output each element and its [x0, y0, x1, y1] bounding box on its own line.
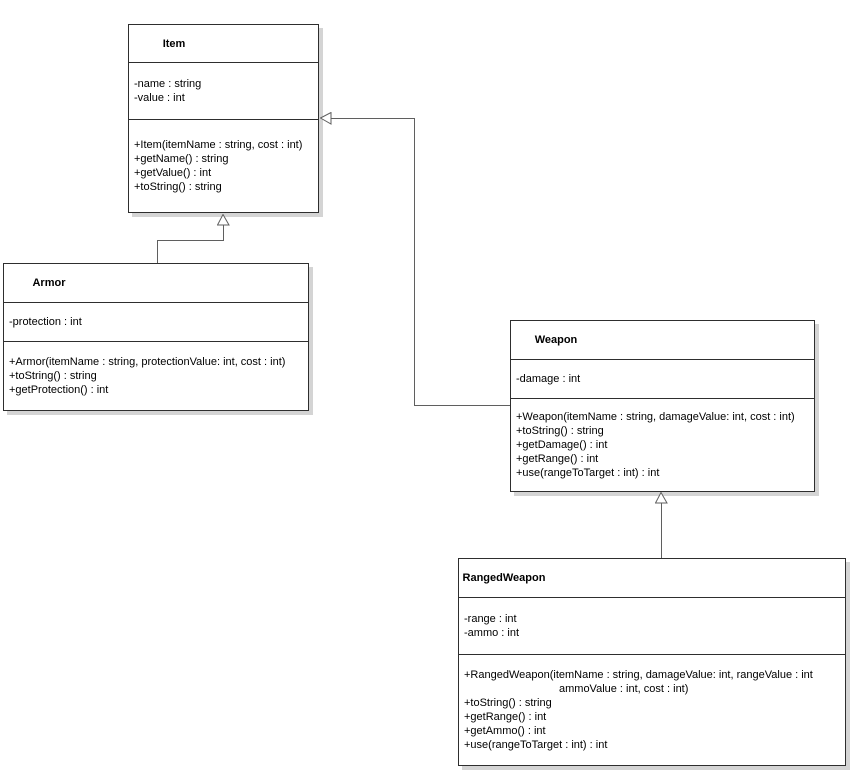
- method-line: +getDamage() : int: [516, 439, 608, 451]
- class-box-weapon[interactable]: Weapon -damage : int +Weapon(itemName : …: [510, 320, 815, 492]
- attribute-line: -name : string: [134, 78, 202, 90]
- class-title-item: Item: [129, 25, 318, 62]
- class-name: Armor: [32, 277, 66, 289]
- method-line-continuation: ammoValue : int, cost : int): [559, 683, 689, 695]
- attributes-compartment: -range : int -ammo : int: [459, 597, 845, 654]
- class-name: RangedWeapon: [462, 572, 546, 584]
- methods-compartment: +Item(itemName : string, cost : int) +ge…: [129, 119, 318, 212]
- method-line: +toString() : string: [464, 697, 552, 709]
- attributes-compartment: -name : string -value : int: [129, 62, 318, 119]
- method-line: +use(rangeToTarget : int) : int: [516, 467, 660, 479]
- class-name: Weapon: [534, 334, 578, 346]
- class-box-armor[interactable]: Armor -protection : int +Armor(itemName …: [3, 263, 309, 411]
- methods-compartment: +Armor(itemName : string, protectionValu…: [4, 341, 308, 410]
- connector-segment: [331, 118, 415, 119]
- connector-segment: [414, 405, 510, 406]
- attribute-line: -range : int: [464, 613, 517, 625]
- class-title-armor: Armor: [4, 264, 308, 302]
- attribute-line: -damage : int: [516, 373, 581, 385]
- method-line: +getRange() : int: [516, 453, 599, 465]
- methods-compartment: +Weapon(itemName : string, damageValue: …: [511, 398, 814, 491]
- method-line: +getProtection() : int: [9, 384, 109, 396]
- attribute-line: -protection : int: [9, 316, 82, 328]
- connector-segment: [223, 225, 224, 240]
- method-line: +getValue() : int: [134, 167, 212, 179]
- connector-segment: [414, 118, 415, 405]
- method-line: +getAmmo() : int: [464, 725, 546, 737]
- method-line: +toString() : string: [9, 370, 97, 382]
- method-line: +use(rangeToTarget : int) : int: [464, 739, 608, 751]
- class-box-rangedweapon[interactable]: RangedWeapon -range : int -ammo : int +R…: [458, 558, 846, 766]
- class-title-weapon: Weapon: [511, 321, 814, 359]
- method-line: +RangedWeapon(itemName : string, damageV…: [464, 669, 813, 681]
- class-box-item[interactable]: Item -name : string -value : int +Item(i…: [128, 24, 319, 213]
- attributes-compartment: -protection : int: [4, 302, 308, 341]
- method-line: +Weapon(itemName : string, damageValue: …: [516, 411, 795, 423]
- connector-segment: [157, 240, 158, 263]
- connector-segment: [661, 503, 662, 558]
- method-line: +Armor(itemName : string, protectionValu…: [9, 356, 286, 368]
- method-line: +toString() : string: [516, 425, 604, 437]
- method-line: +getRange() : int: [464, 711, 547, 723]
- method-line: +toString() : string: [134, 181, 222, 193]
- class-title-rangedweapon: RangedWeapon: [459, 559, 845, 597]
- method-line: +Item(itemName : string, cost : int): [134, 139, 303, 151]
- connector-segment: [157, 240, 224, 241]
- attribute-line: -value : int: [134, 92, 185, 104]
- attributes-compartment: -damage : int: [511, 359, 814, 398]
- method-line: +getName() : string: [134, 153, 229, 165]
- attribute-line: -ammo : int: [464, 627, 520, 639]
- class-name: Item: [162, 37, 186, 50]
- methods-compartment: +RangedWeapon(itemName : string, damageV…: [459, 654, 845, 765]
